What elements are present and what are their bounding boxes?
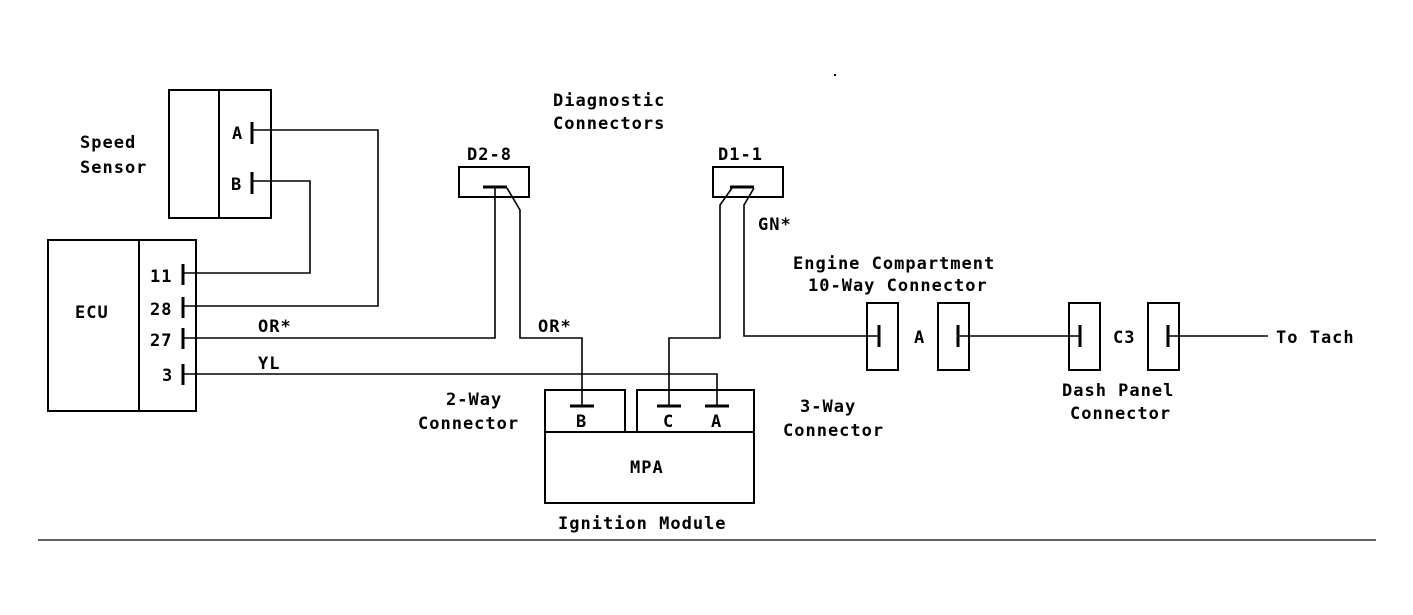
ecu-pin-28-label: 28 — [150, 300, 172, 320]
dash-connector-left-half — [1068, 302, 1101, 371]
wire-gn-d1-to-engine-connector — [743, 187, 879, 337]
three-way-connector-body — [636, 389, 755, 433]
speed-sensor-label-2: Sensor — [80, 158, 147, 178]
mpa-label: MPA — [630, 458, 664, 478]
three-way-label-2: Connector — [783, 421, 884, 441]
connector-d2-8: D2-8 — [458, 145, 583, 405]
wire-or-d2-to-mpa-b — [506, 187, 583, 405]
ignition-module: B C A MPA — [544, 389, 755, 504]
ignition-module-label: Ignition Module — [558, 514, 727, 534]
d1-1-label: D1-1 — [718, 145, 763, 165]
wire-or-label-1: OR* — [258, 317, 292, 337]
sensor-pin-a-label: A — [232, 124, 243, 144]
dash-connector-label-1: Dash Panel — [1062, 381, 1174, 401]
diagnostic-label-1: Diagnostic — [553, 91, 665, 111]
speed-sensor-label-1: Speed — [80, 133, 136, 153]
engine-connector-left-half — [866, 302, 899, 371]
ecu-body — [47, 239, 197, 412]
three-way-label-1: 3-Way — [800, 397, 856, 417]
ecu: ECU 11 28 27 3 — [47, 239, 197, 412]
two-way-connector-body — [544, 389, 626, 433]
d1-1-body — [712, 166, 784, 198]
connector-d1-1: D1-1 — [668, 145, 879, 405]
ecu-pin-3-label: 3 — [162, 366, 173, 386]
dash-connector-c3-label: C3 — [1113, 328, 1135, 348]
ecu-label: ECU — [75, 303, 109, 323]
ecu-pin-11-label: 11 — [150, 267, 172, 287]
dash-connector-label-2: Connector — [1070, 404, 1171, 424]
wire-or-ecu-to-d2 — [183, 188, 496, 339]
wire-yl-label: YL — [258, 354, 280, 374]
two-way-label-2: Connector — [418, 414, 519, 434]
wire-sensor-b-to-ecu-11 — [183, 180, 311, 274]
to-tach-label: To Tach — [1276, 328, 1355, 348]
d2-8-body — [458, 166, 530, 198]
mpa-pin-a-label: A — [711, 412, 722, 432]
engine-compartment-connector: A — [866, 302, 970, 371]
wire-d1-to-mpa-c — [668, 187, 733, 405]
two-way-label-1: 2-Way — [446, 390, 502, 410]
wire-gn-label: GN* — [758, 215, 792, 235]
stray-dot — [834, 74, 836, 76]
wire-or-label-2: OR* — [538, 317, 572, 337]
mpa-pin-b-label: B — [576, 412, 587, 432]
engine-connector-label-1: Engine Compartment — [793, 254, 995, 274]
speed-sensor: A B — [168, 89, 272, 219]
dash-panel-connector: C3 — [1068, 302, 1180, 371]
wire-yl-ecu-to-mpa-a — [183, 373, 718, 405]
engine-connector-pin-a-label: A — [914, 328, 925, 348]
wire-sensor-a-to-ecu-28 — [183, 129, 379, 307]
engine-connector-label-2: 10-Way Connector — [808, 276, 988, 296]
sensor-pin-b-label: B — [231, 175, 242, 195]
d2-8-label: D2-8 — [467, 145, 512, 165]
diagnostic-label-2: Connectors — [553, 114, 665, 134]
ecu-pin-27-label: 27 — [150, 331, 172, 351]
mpa-pin-c-label: C — [663, 412, 674, 432]
